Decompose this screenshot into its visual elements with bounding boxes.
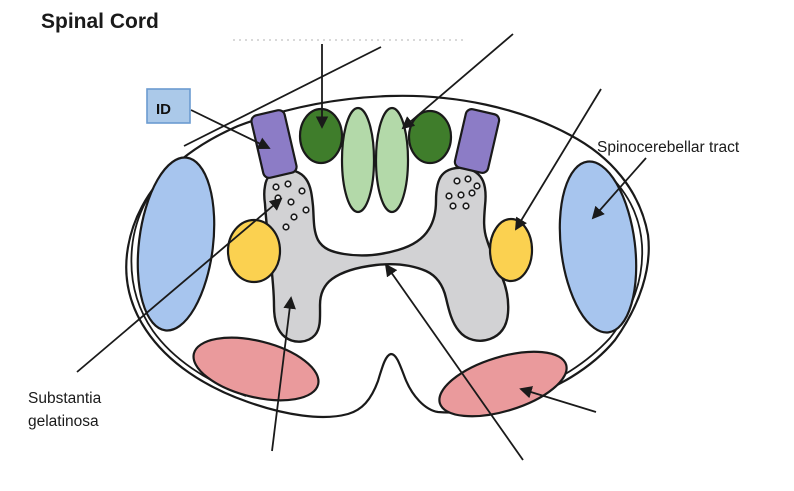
- blue-oval-right-spinocerebellar: [558, 160, 638, 334]
- arrow-id-to-purple: [190, 109, 271, 149]
- pink-oval-right: [438, 350, 568, 418]
- pink-oval-left: [192, 336, 320, 402]
- light-green-oval-left: [340, 106, 376, 214]
- yellow-oval-left: [226, 218, 282, 284]
- label-substantia-line1: Substantia: [28, 390, 102, 407]
- dark-green-oval-right: [407, 109, 453, 165]
- arrow-pink-right: [519, 386, 597, 413]
- purple-rect-right: [453, 108, 501, 174]
- light-green-oval-right: [374, 106, 410, 214]
- yellow-oval-right: [488, 217, 534, 283]
- cord-outline-double-left: [130, 160, 247, 397]
- id-box-label: ID: [156, 101, 171, 118]
- label-spinocerebellar: Spinocerebellar tract: [597, 139, 740, 156]
- substantia-dots-right: [445, 175, 481, 210]
- arrow-yellow-right: [515, 88, 602, 231]
- label-substantia-line2: gelatinosa: [28, 413, 99, 430]
- arrow-substantia-gelatinosa: [76, 197, 283, 373]
- page-title: Spinal Cord: [41, 10, 159, 33]
- id-box[interactable]: ID: [146, 88, 191, 124]
- id-box-rect[interactable]: [146, 88, 191, 124]
- arrow-spinocerebellar: [591, 157, 647, 220]
- arrow-gray-commissure: [384, 263, 524, 461]
- arrow-light-green-right: [401, 33, 514, 130]
- dark-green-oval-left: [298, 107, 344, 165]
- leader-line-unlabeled: [183, 46, 382, 147]
- arrow-ventral-horn: [271, 296, 296, 452]
- blue-oval-left: [136, 156, 216, 332]
